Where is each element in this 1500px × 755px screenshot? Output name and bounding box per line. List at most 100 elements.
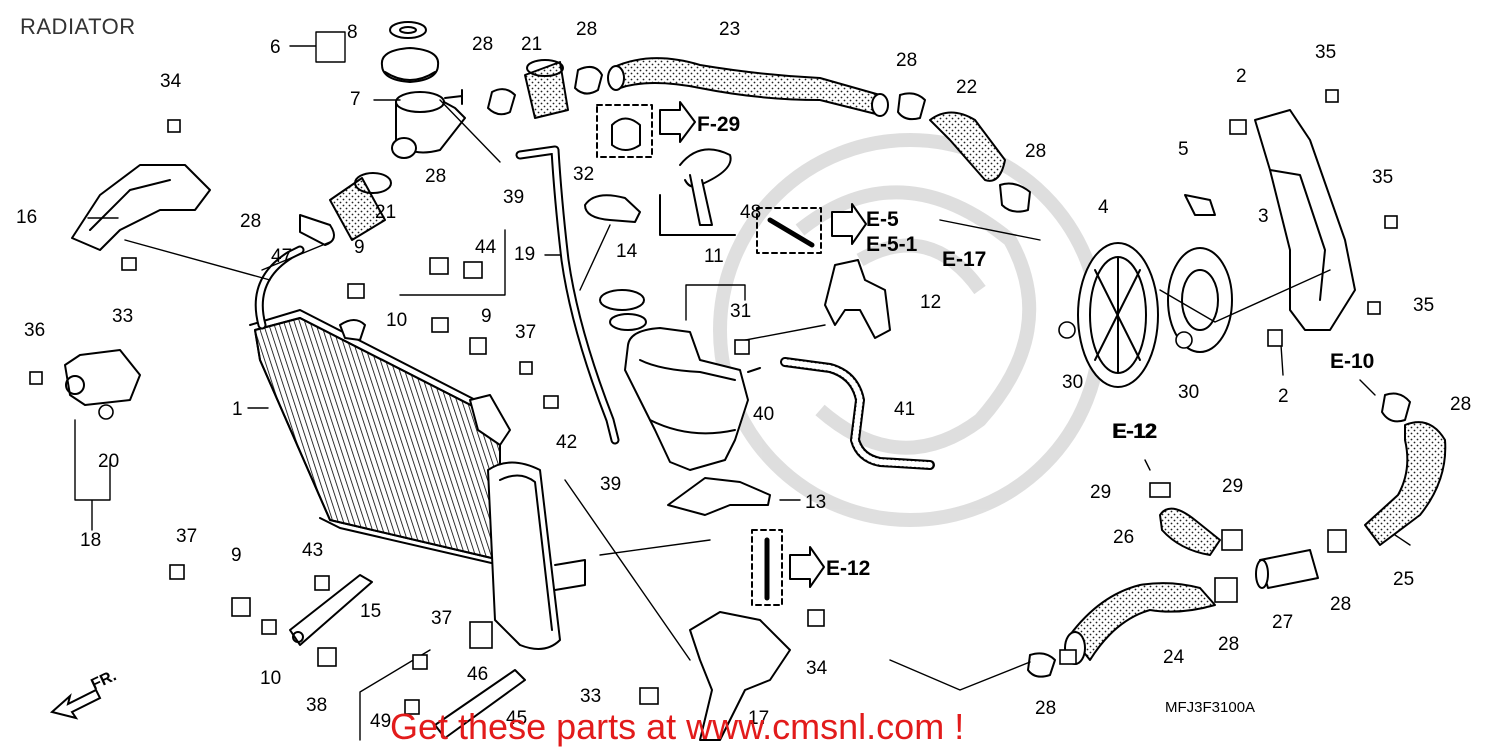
band-32 xyxy=(584,194,641,223)
ref-box-e5 xyxy=(756,203,867,254)
callout-5: 5 xyxy=(1178,139,1189,160)
callout-17: 17 xyxy=(748,708,769,729)
callout-37: 37 xyxy=(515,322,536,343)
callout-25: 25 xyxy=(1393,569,1414,590)
callout-21: 21 xyxy=(375,202,396,223)
callout-10: 10 xyxy=(386,310,407,331)
front-direction-label: FR. xyxy=(89,667,120,693)
callout-43: 43 xyxy=(302,540,323,561)
callout-30: 30 xyxy=(1062,372,1083,393)
callout-28: 28 xyxy=(1035,698,1056,719)
callout-28: 28 xyxy=(240,211,261,232)
ref-label-e-17: E-17 xyxy=(942,248,986,271)
bracket-13 xyxy=(667,477,771,516)
callout-12: 12 xyxy=(920,292,941,313)
hose-21-lower xyxy=(299,172,392,246)
callout-28: 28 xyxy=(1025,141,1046,162)
bracket-17 xyxy=(689,611,791,741)
callout-33: 33 xyxy=(112,306,133,327)
ref-label-e-5-1: E-5-1 xyxy=(866,233,918,256)
callout-11: 11 xyxy=(704,246,724,267)
callout-28: 28 xyxy=(1218,634,1239,655)
callout-33: 33 xyxy=(580,686,601,707)
ref-label-f-29: F-29 xyxy=(697,113,740,136)
leader-lines xyxy=(74,31,1411,741)
hose-24 xyxy=(1027,582,1216,678)
callout-6: 6 xyxy=(270,37,281,58)
callout-48: 48 xyxy=(740,202,761,223)
bracket-16 xyxy=(71,164,211,251)
hose-23 xyxy=(607,57,889,117)
ref-label-layer: F-29E-5E-5-1E-17E-10E-12E-12E-12 xyxy=(697,113,1374,580)
bracket-12 xyxy=(824,259,891,339)
callout-27: 27 xyxy=(1272,612,1293,633)
callout-13: 13 xyxy=(805,492,826,513)
hose-19 xyxy=(515,145,620,445)
hose-26 xyxy=(1159,507,1221,556)
callout-16: 16 xyxy=(16,207,37,228)
callout-3: 3 xyxy=(1258,206,1269,227)
bracket-15 xyxy=(289,574,373,646)
callout-45: 45 xyxy=(506,708,527,729)
callout-9: 9 xyxy=(231,545,242,566)
callout-2: 2 xyxy=(1236,66,1247,87)
callout-4: 4 xyxy=(1098,197,1109,218)
callout-28: 28 xyxy=(576,19,597,40)
callout-8: 8 xyxy=(347,22,358,43)
reservoir-tank xyxy=(599,289,761,471)
callout-42: 42 xyxy=(556,432,577,453)
callout-19: 19 xyxy=(514,244,535,265)
callout-39: 39 xyxy=(600,474,621,495)
callout-24: 24 xyxy=(1163,647,1185,668)
callout-37: 37 xyxy=(431,608,452,629)
hose-41 xyxy=(780,357,935,470)
diagram-title: RADIATOR xyxy=(20,14,136,39)
callout-10: 10 xyxy=(260,668,281,689)
callout-32: 32 xyxy=(573,164,594,185)
fan-assembly xyxy=(1077,109,1356,388)
hose-22 xyxy=(897,92,1031,213)
callout-22: 22 xyxy=(956,77,977,98)
ref-box-e12 xyxy=(751,529,825,606)
clamp-48 xyxy=(659,148,736,236)
callout-35: 35 xyxy=(1315,42,1336,63)
ref-label-e-5: E-5 xyxy=(866,208,899,231)
callout-46: 46 xyxy=(467,664,488,685)
callout-2: 2 xyxy=(1278,386,1289,407)
callout-44: 44 xyxy=(475,237,497,258)
callout-26: 26 xyxy=(1113,527,1134,548)
callout-1: 1 xyxy=(232,399,243,420)
callout-36: 36 xyxy=(24,320,45,341)
callout-34: 34 xyxy=(160,71,182,92)
callout-34: 34 xyxy=(806,658,828,679)
callout-15: 15 xyxy=(360,601,381,622)
callout-14: 14 xyxy=(616,241,638,262)
ref-label-e-10: E-10 xyxy=(1330,350,1374,373)
fasteners xyxy=(29,89,1398,715)
radiator-cap-assembly xyxy=(380,21,466,159)
callout-49: 49 xyxy=(370,711,391,732)
pipe-27 xyxy=(1255,549,1319,589)
callout-7: 7 xyxy=(350,89,361,110)
callout-21: 21 xyxy=(521,34,542,55)
promo-link[interactable]: Get these parts at www.cmsnl.com ! xyxy=(390,706,965,747)
hose-21-upper xyxy=(487,59,603,119)
callout-38: 38 xyxy=(306,695,327,716)
callout-18: 18 xyxy=(80,530,101,551)
callout-28: 28 xyxy=(896,50,917,71)
callout-28: 28 xyxy=(1450,394,1471,415)
callout-23: 23 xyxy=(719,19,740,40)
diagram-code: MFJ3F3100A xyxy=(1165,699,1256,716)
callout-41: 41 xyxy=(894,399,915,420)
callout-28: 28 xyxy=(1330,594,1351,615)
ref-box-f29 xyxy=(596,101,696,158)
callout-31: 31 xyxy=(730,301,751,322)
callout-layer: 1223456789991010111213141516171819202121… xyxy=(16,19,1471,732)
callout-30: 30 xyxy=(1178,382,1199,403)
callout-39: 39 xyxy=(503,187,524,208)
callout-9: 9 xyxy=(354,237,365,258)
bracket-18 xyxy=(64,349,141,406)
callout-35: 35 xyxy=(1372,167,1393,188)
